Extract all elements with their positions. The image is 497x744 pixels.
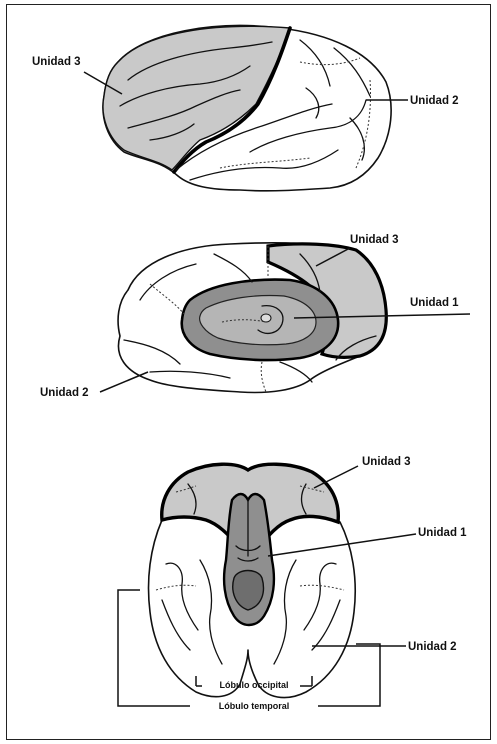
leader-mid-unit2 — [100, 372, 148, 392]
lateral-gyrus — [334, 48, 370, 96]
label-mid-unit2: Unidad 2 — [40, 387, 89, 399]
basal-gyrus — [200, 560, 222, 664]
label-bot-unit2: Unidad 2 — [408, 641, 457, 653]
label-bot-unit3: Unidad 3 — [362, 456, 411, 468]
brain-medial-view — [118, 243, 386, 393]
basal-dashed-boundary — [300, 585, 344, 590]
lateral-gyrus — [350, 118, 364, 160]
medial-unit1-inner — [200, 296, 316, 345]
medial-gyrus — [150, 371, 230, 378]
label-mid-unit1: Unidad 1 — [410, 297, 459, 309]
leader-bot-unit1 — [268, 534, 416, 556]
label-top-unit3: Unidad 3 — [32, 56, 81, 68]
label-bot-unit1: Unidad 1 — [418, 527, 467, 539]
label-occipital-lobe: Lóbulo occipital — [220, 680, 289, 690]
medial-dashed-boundary — [150, 284, 184, 314]
medial-gyrus — [124, 340, 180, 364]
brain-lateral-view — [103, 26, 391, 191]
lateral-gyrus — [190, 150, 338, 180]
label-mid-unit3: Unidad 3 — [350, 234, 399, 246]
label-temporal-lobe: Lóbulo temporal — [219, 701, 290, 711]
basal-gyrus — [274, 560, 296, 664]
medial-gyrus — [214, 254, 252, 282]
medial-gyrus — [140, 264, 196, 300]
medial-gyrus — [280, 362, 312, 382]
label-top-unit2: Unidad 2 — [410, 95, 459, 107]
brain-basal-view — [149, 464, 356, 697]
lateral-gyrus — [250, 100, 366, 152]
basal-dashed-boundary — [156, 585, 196, 590]
lateral-gyrus — [306, 88, 319, 118]
medial-nucleus — [261, 314, 271, 322]
medial-dashed-boundary — [261, 362, 266, 392]
lateral-dashed-boundary — [220, 158, 310, 168]
